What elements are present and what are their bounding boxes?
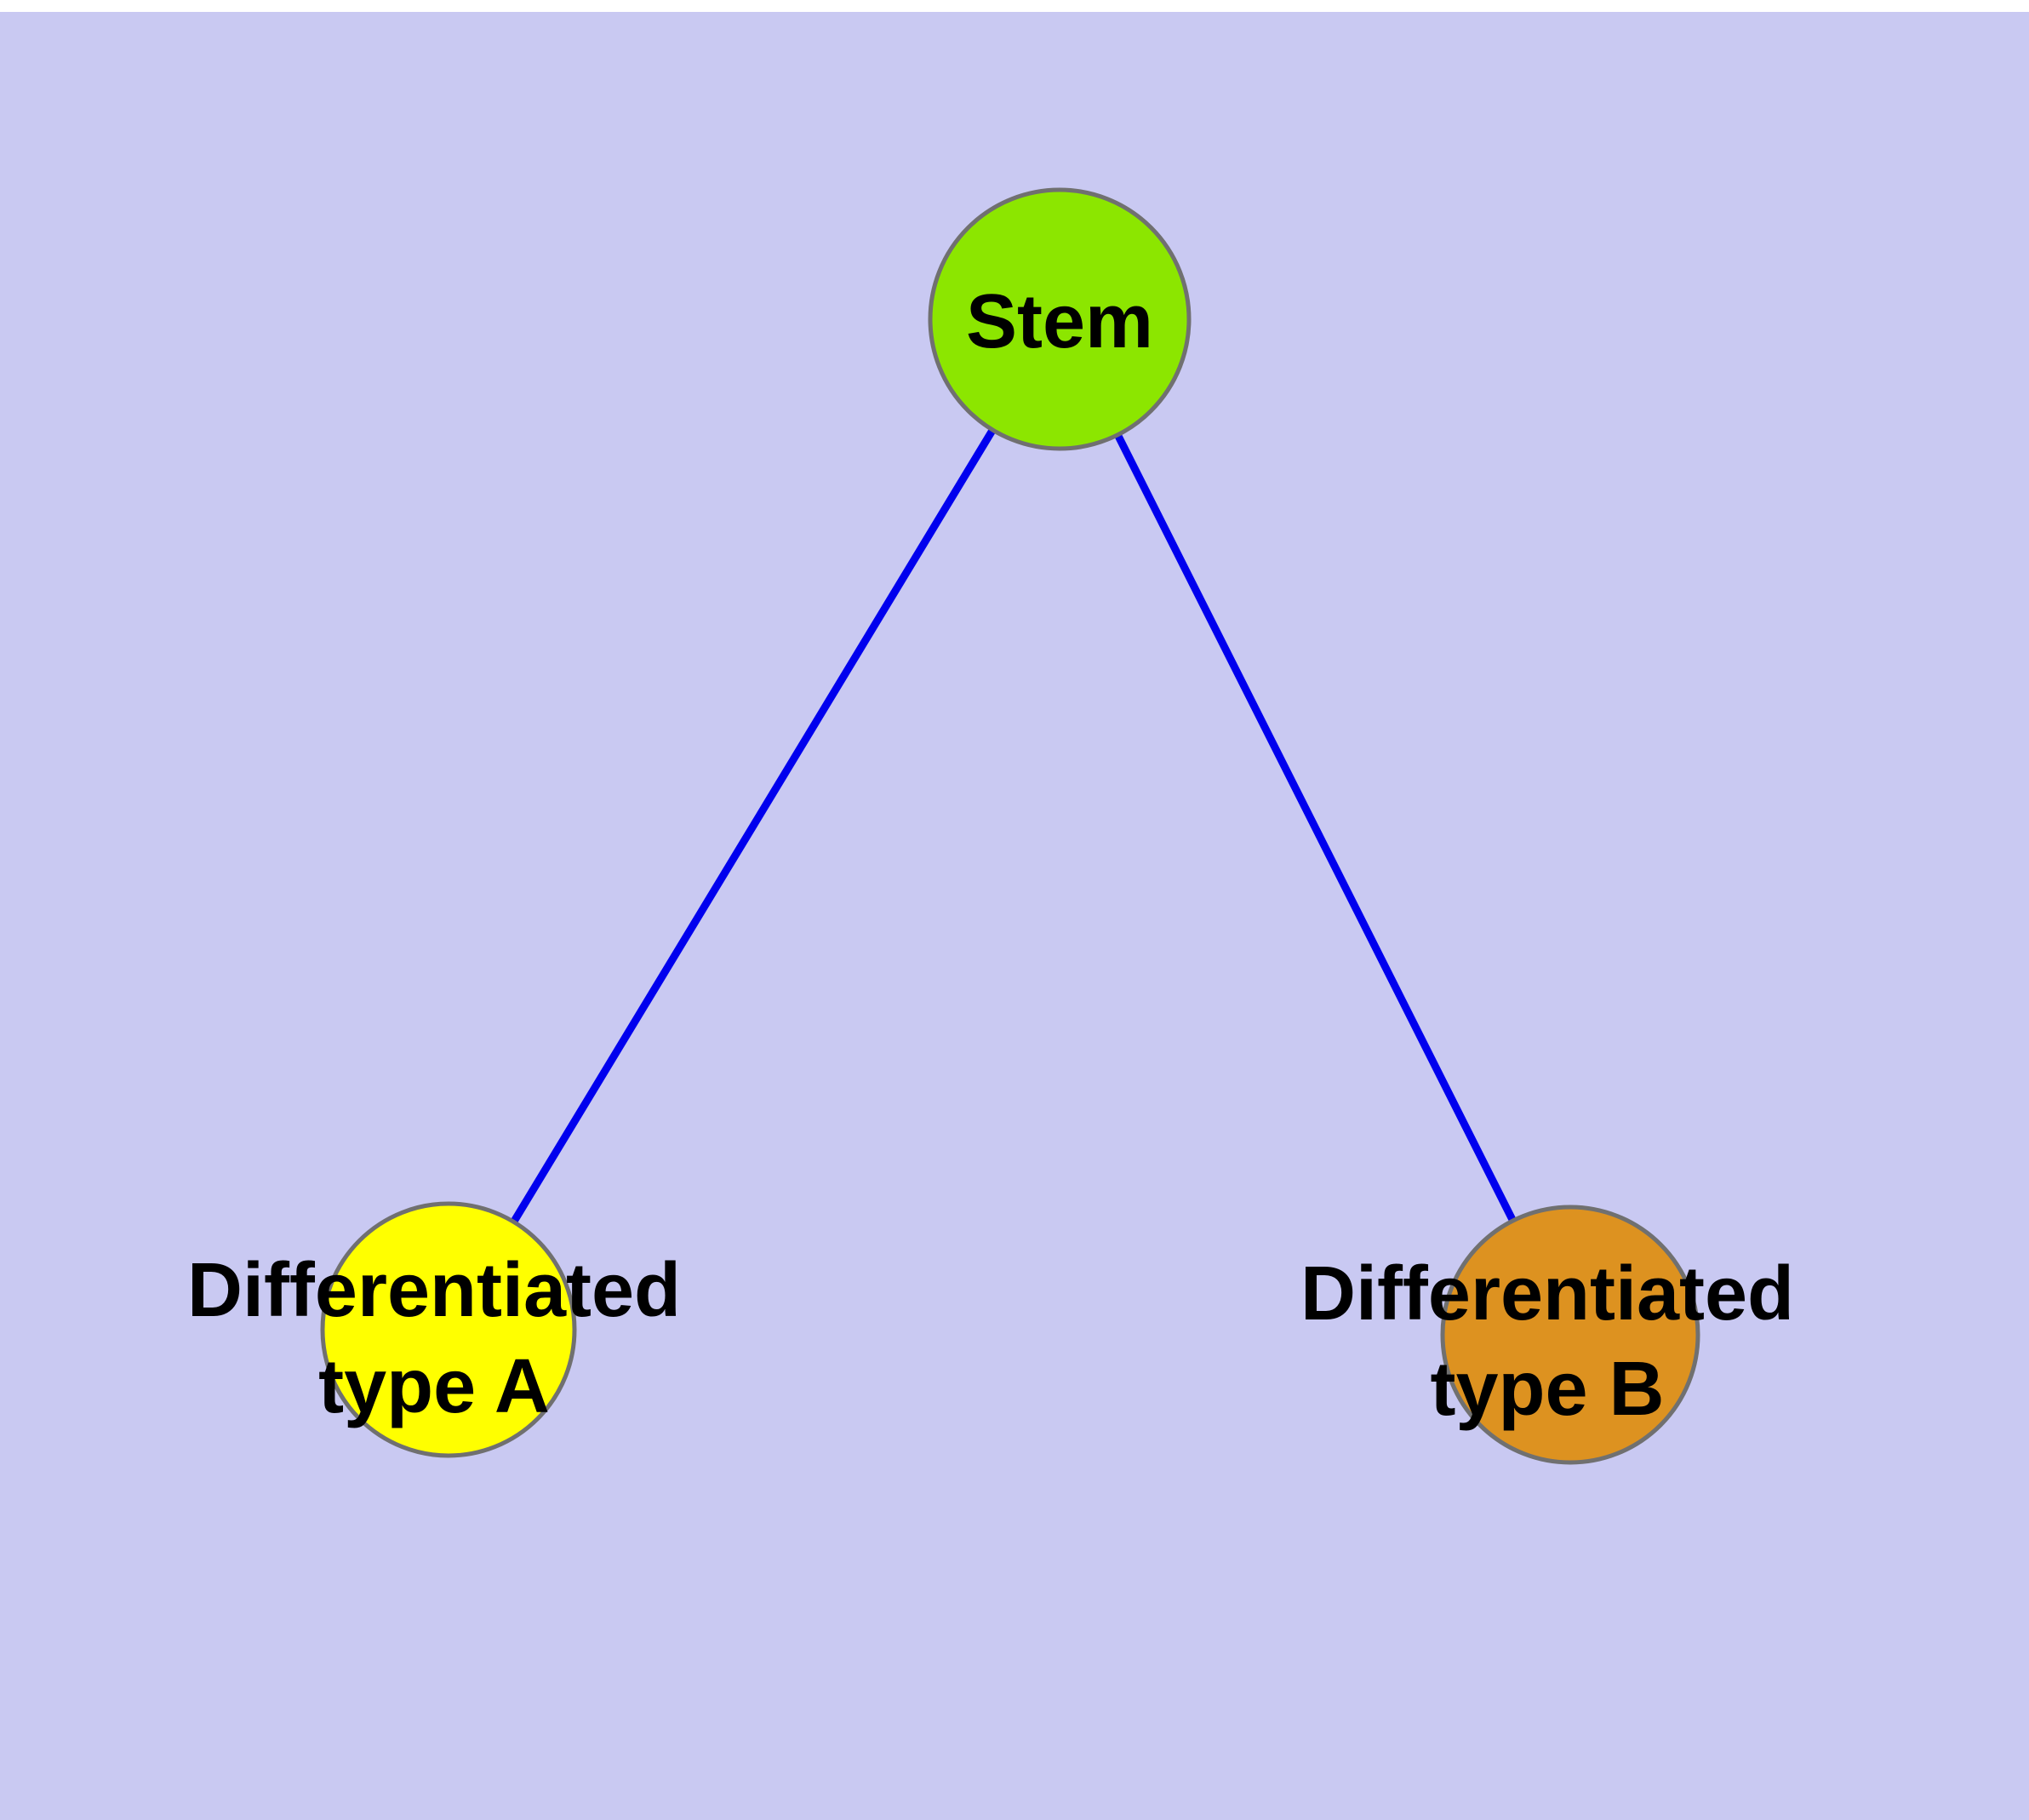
type-b-node-label-line1: Differentiated — [1300, 1251, 1794, 1336]
edge-stem-to-type-b — [1055, 315, 1575, 1339]
type-b-node-label-line2: type B — [1430, 1347, 1664, 1432]
cell-differentiation-diagram: Stem Differentiated type A Differentiate… — [187, 187, 1794, 1465]
edge-stem-to-type-a — [444, 315, 1064, 1334]
diagram-canvas: Stem Differentiated type A Differentiate… — [0, 12, 2029, 1820]
type-a-node-label-line1: Differentiated — [187, 1248, 681, 1333]
type-b-node-circle — [1440, 1205, 1700, 1465]
stem-node-circle — [928, 187, 1192, 451]
type-a-node-label-line2: type A — [318, 1344, 550, 1429]
stem-node-label: Stem — [966, 279, 1153, 364]
type-a-node-circle — [320, 1201, 577, 1458]
